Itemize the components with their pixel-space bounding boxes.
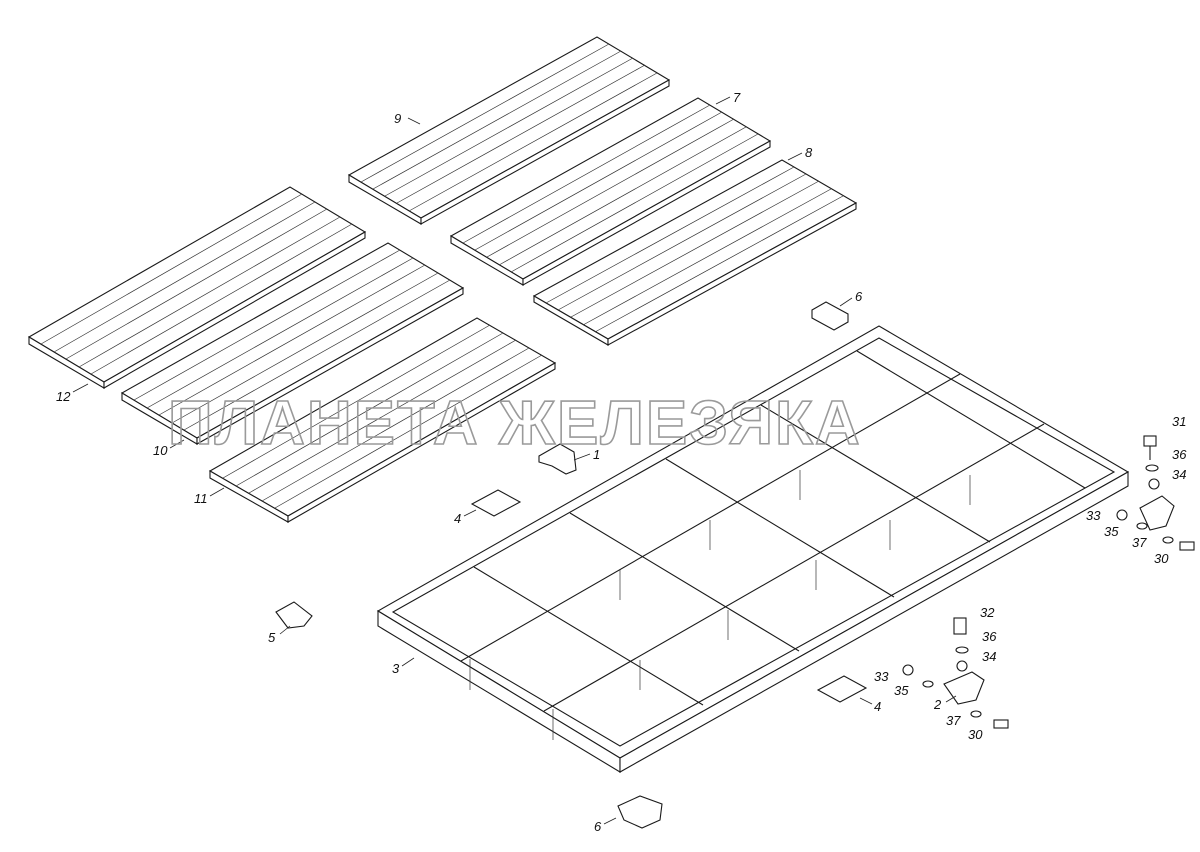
callout-33-bottom: 33: [874, 669, 889, 684]
nut-34b-icon: [956, 660, 968, 672]
callout-37-bottom: 37: [946, 713, 961, 728]
bracket-part-6-bottom: [617, 795, 663, 829]
bracket-part-1: [538, 443, 577, 475]
callout-35-bottom: 35: [894, 683, 909, 698]
callout-6-top: 6: [855, 289, 863, 304]
bracket-part-2: [943, 671, 985, 705]
callout-37-top: 37: [1132, 535, 1147, 550]
floor-panel-8: [532, 159, 858, 346]
callout-5: 5: [268, 630, 276, 645]
callout-4-right: 4: [874, 699, 881, 714]
watermark-text: ПЛАНЕТА ЖЕЛЕЗЯКА: [168, 389, 862, 458]
washer-37-icon: [1162, 536, 1174, 544]
callout-2: 2: [933, 697, 942, 712]
callout-10: 10: [153, 443, 168, 458]
washer-36b-icon: [955, 646, 969, 654]
bracket-part-5: [275, 601, 313, 629]
floor-panel-12: [27, 186, 367, 389]
leader-lines: [72, 96, 957, 825]
bracket-part-6-top: [811, 301, 849, 331]
floor-panel-11: [208, 317, 557, 523]
callout-12: 12: [56, 389, 71, 404]
callout-33-top: 33: [1086, 508, 1101, 523]
nut-34-icon: [1148, 478, 1160, 490]
washer-37b-icon: [970, 710, 982, 718]
callout-labels: 9 7 8 12 10 11 6 1 4 5 3 4 6 2 31 36 34 …: [56, 90, 1187, 834]
callout-36-bottom: 36: [982, 629, 997, 644]
bolt-30-icon: [1179, 541, 1195, 551]
floor-panel-9: [347, 36, 671, 225]
callout-3: 3: [392, 661, 400, 676]
nut-33b-icon: [902, 664, 914, 676]
plate-part-4-left: [470, 489, 522, 517]
nut-33-icon: [1116, 509, 1128, 521]
washer-35-icon: [1136, 522, 1148, 530]
callout-36-top: 36: [1172, 447, 1187, 462]
plate-part-4-right: [816, 675, 868, 703]
bolt-30b-icon: [993, 719, 1009, 729]
callout-1: 1: [593, 447, 600, 462]
callout-4-left: 4: [454, 511, 461, 526]
washer-36-icon: [1145, 464, 1159, 472]
platform-frame: [376, 325, 1130, 773]
callout-31: 31: [1172, 414, 1186, 429]
floor-panel-7: [449, 97, 772, 286]
callout-11: 11: [194, 491, 208, 506]
floor-panel-10: [120, 242, 465, 445]
callout-35-top: 35: [1104, 524, 1119, 539]
callout-34-bottom: 34: [982, 649, 996, 664]
callout-32: 32: [980, 605, 995, 620]
callout-34-top: 34: [1172, 467, 1186, 482]
callout-6-bottom: 6: [594, 819, 602, 834]
callout-30-top: 30: [1154, 551, 1169, 566]
bracket-right-upper: [1139, 495, 1175, 531]
washer-35b-icon: [922, 680, 934, 688]
callout-7: 7: [733, 90, 741, 105]
callout-30-bottom: 30: [968, 727, 983, 742]
callout-9: 9: [394, 111, 401, 126]
bolt-31-icon: [1143, 435, 1157, 460]
bolt-32-icon: [953, 617, 967, 635]
callout-8: 8: [805, 145, 813, 160]
